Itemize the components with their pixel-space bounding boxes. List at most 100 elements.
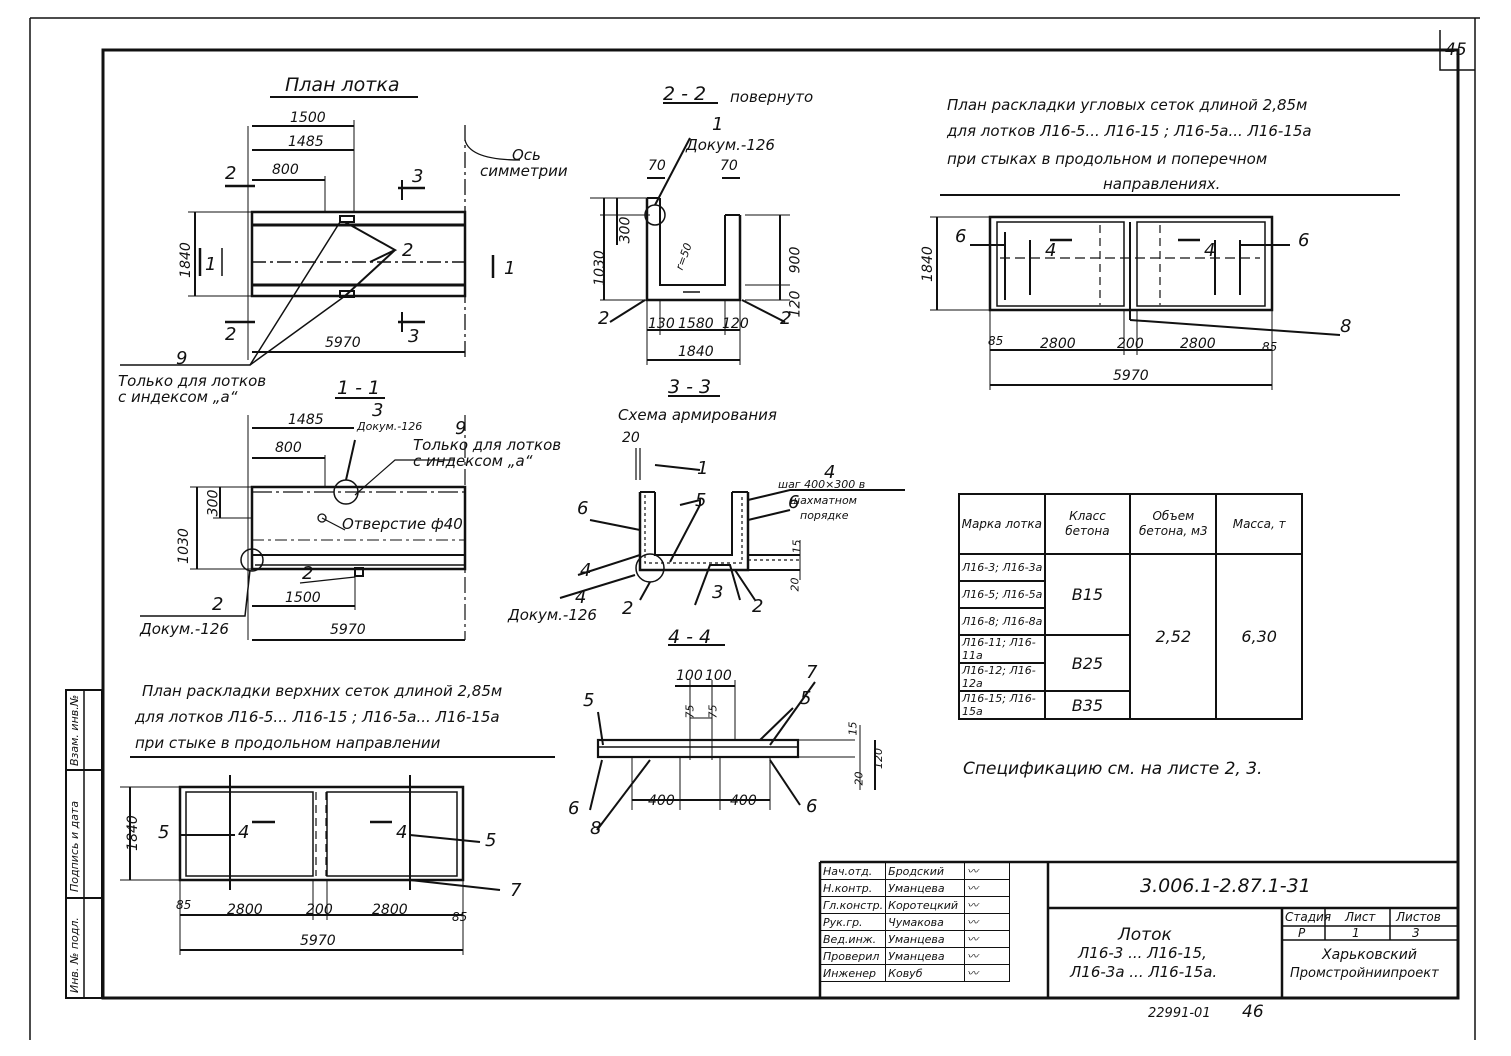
section-3-3-mark-1: 1 xyxy=(697,458,709,479)
top-mesh-title-2: для лотков Л16-5... Л16-15 ; Л16-5а... Л… xyxy=(135,708,500,726)
signature-cell: 〰 xyxy=(964,947,1010,965)
name-cell: Ковуб xyxy=(885,964,965,982)
role-cell: Рук.гр. xyxy=(819,913,887,931)
position-mark-2: 2 xyxy=(402,240,414,261)
side-stamp-label: Подпись и дата xyxy=(68,800,81,892)
section-3-3-subtitle: Схема армирования xyxy=(618,406,777,424)
org-line2: Промстройниипроект xyxy=(1290,966,1439,981)
corner-dim-200: 200 xyxy=(1117,336,1144,352)
dim-75b: 75 xyxy=(706,704,720,719)
spec-mark-row: Л16-3; Л16-3а xyxy=(958,553,1046,582)
side-stamp-label: Взам. инв.№ xyxy=(68,694,81,766)
page-number: 45 xyxy=(1445,40,1467,60)
step-note-2: шахматном xyxy=(790,494,857,507)
plan-note-line1: Только для лотков xyxy=(118,372,267,390)
section-3-3-mark-6a: 6 xyxy=(577,498,589,519)
top-mesh-plan-drawing xyxy=(120,756,555,955)
role-cell: Гл.констр. xyxy=(819,896,887,914)
role-cell: Нач.отд. xyxy=(819,862,887,880)
dim-1580: 1580 xyxy=(678,316,714,332)
top-mesh-title-1: План раскладки верхних сеток длиной 2,85… xyxy=(142,682,503,700)
side-stamp-label: Инв. № подл. xyxy=(68,917,81,993)
dim-70a: 70 xyxy=(648,158,666,174)
signature-cell: 〰 xyxy=(964,879,1010,897)
plan-note-line2: с индексом „а“ xyxy=(118,388,238,406)
dim-1840: 1840 xyxy=(177,242,194,278)
corner-mark-4b: 4 xyxy=(1204,240,1216,261)
dim-15: 15 xyxy=(790,539,804,554)
name-cell: Бродский xyxy=(885,862,965,880)
section-3-3-drawing xyxy=(559,395,905,606)
dim-800b: 800 xyxy=(275,440,302,456)
corner-mesh-title-3: при стыках в продольном и поперечном xyxy=(947,150,1268,168)
section-1-1-mark-2a: 2 xyxy=(302,563,314,584)
axis-note-2: симметрии xyxy=(480,162,568,180)
corner-dim-85a: 85 xyxy=(988,334,1004,348)
dim-100b: 100 xyxy=(705,668,732,684)
dim-400b: 400 xyxy=(730,793,757,809)
section-2-2-drawing xyxy=(590,102,790,365)
name-cell: Коротецкий xyxy=(885,896,965,914)
signature-cell: 〰 xyxy=(964,896,1010,914)
spec-header-mass: Масса, т xyxy=(1215,493,1303,555)
dim-1030b: 1030 xyxy=(175,528,192,564)
doc-code: 3.006.1-2.87.1-31 xyxy=(1140,875,1311,897)
dim-70b: 70 xyxy=(720,158,738,174)
section-1-1-mark-3: 3 xyxy=(372,400,384,421)
step-note-3: порядке xyxy=(800,509,849,522)
dim-5970: 5970 xyxy=(325,335,361,351)
section-2-2-subtitle: повернуто xyxy=(730,88,814,106)
section-2-2-mark-2b: 2 xyxy=(780,308,792,329)
top-dim-1840: 1840 xyxy=(124,815,141,851)
dim-1500b: 1500 xyxy=(285,590,321,606)
section-mark-1a: 1 xyxy=(205,254,217,275)
corner-dim-1840: 1840 xyxy=(919,246,936,282)
dim-900: 900 xyxy=(787,246,804,274)
section-1-1-mark-2b: 2 xyxy=(212,594,224,615)
role-cell: Вед.инж. xyxy=(819,930,887,948)
signature-cell: 〰 xyxy=(964,913,1010,931)
section-1-1-note-line1: Только для лотков xyxy=(413,436,562,454)
spec-header-mark: Марка лотка xyxy=(958,493,1046,555)
dim-5970b: 5970 xyxy=(330,622,366,638)
sheets-label: Листов xyxy=(1396,910,1441,924)
spec-mark-row: Л16-8; Л16-8а xyxy=(958,607,1046,636)
signature-cell: 〰 xyxy=(964,964,1010,982)
org-line1: Харьковский xyxy=(1322,947,1417,963)
spec-class-b15: В15 xyxy=(1043,553,1132,636)
section-4-4-mark-5a: 5 xyxy=(583,690,595,711)
corner-mark-4a: 4 xyxy=(1045,240,1057,261)
section-3-3-mark-4b: 4 xyxy=(580,560,592,581)
section-1-1-mark-9: 9 xyxy=(455,418,467,439)
section-3-3-doc: Докум.-126 xyxy=(508,606,597,624)
dim-120b: 120 xyxy=(722,316,749,332)
dim-130: 130 xyxy=(648,316,675,332)
spec-mark-row: Л16-12; Л16-12а xyxy=(958,662,1046,692)
spec-class-b25: В25 xyxy=(1043,634,1132,692)
dim-20c: 20 xyxy=(852,771,866,786)
spec-note: Спецификацию см. на листе 2, 3. xyxy=(963,759,1263,779)
corner-mark-6b: 6 xyxy=(1298,230,1310,251)
top-dim-85b: 85 xyxy=(452,910,468,924)
bottom-code: 22991-01 xyxy=(1148,1006,1211,1021)
plan-tray-drawing xyxy=(120,96,521,366)
corner-dim-2800b: 2800 xyxy=(1180,336,1216,352)
stage-label: Стадия xyxy=(1285,910,1332,924)
section-2-2-doc: Докум.-126 xyxy=(686,136,775,154)
section-mark-3a: 3 xyxy=(412,166,424,187)
dim-800: 800 xyxy=(272,162,299,178)
item-line3: Л16-3а ... Л16-15а. xyxy=(1070,963,1218,981)
top-mark-5a: 5 xyxy=(158,822,170,843)
section-3-3-mark-2a: 2 xyxy=(622,598,634,619)
signature-cell: 〰 xyxy=(964,930,1010,948)
main-frame xyxy=(101,48,1460,1000)
signature-table: Нач.отд.Бродский〰 Н.контр.Уманцева〰 Гл.к… xyxy=(819,862,1010,982)
stage-value: Р xyxy=(1298,926,1306,940)
section-mark-2b: 2 xyxy=(225,324,237,345)
spec-mark-row: Л16-5; Л16-5а xyxy=(958,580,1046,609)
section-4-4-mark-5b: 5 xyxy=(800,688,812,709)
spec-table: Марка лотка Класс бетона Объем бетона, м… xyxy=(958,493,1303,720)
section-3-3-title: 3 - 3 xyxy=(668,376,712,398)
corner-mesh-title-2: для лотков Л16-5... Л16-15 ; Л16-5а... Л… xyxy=(947,122,1312,140)
dim-1485b: 1485 xyxy=(288,412,324,428)
